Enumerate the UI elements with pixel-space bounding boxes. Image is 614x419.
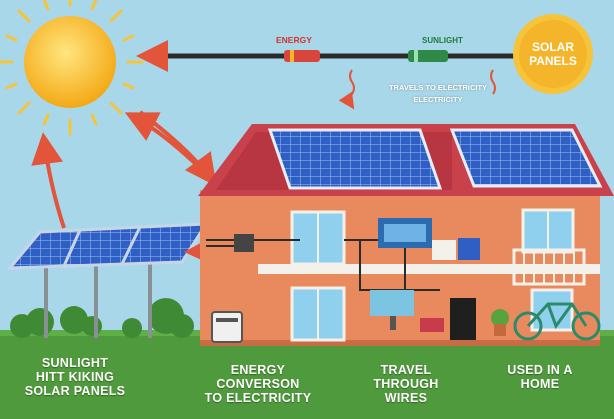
caption-line: SUNLIGHT [41,356,109,370]
bicycle-icon [513,302,601,341]
caption-line: ENERGY [230,363,286,377]
caption-line: USED IN A [507,363,573,377]
wavy-arrow [338,69,355,110]
travels-label: TRAVELS TO ELECTRICITY ELECTRICITY [378,82,498,106]
top-wire [150,50,520,62]
caption-line: THROUGH [373,377,439,391]
solar-panels-label: SOLAR PANELS [518,40,588,68]
solar-panels-label-line1: SOLAR [532,40,574,54]
caption-sunlight-hitting-panels: SUNLIGHT HITT KIKING SOLAR PANELS [20,356,130,398]
caption-travel-through-wires: TRAVEL THROUGH WIRES [356,363,456,405]
caption-line: HITT KIKING [35,370,115,384]
caption-line: TO ELECTRICITY [204,391,312,405]
caption-energy-conversion: ENERGY CONVERSON TO ELECTRICITY [188,363,328,405]
ground-solar-panel [6,222,209,338]
caption-used-in-home: USED IN A HOME [490,363,590,391]
house [198,124,614,346]
plant-icon [491,309,509,336]
inverter-wiring [206,218,480,343]
travels-label-line1: TRAVELS TO ELECTRICITY [388,83,488,92]
arrow-roof-to-sun [124,112,202,170]
caption-line: CONVERSON [216,377,300,391]
arrow-panel-to-sun [31,132,66,229]
energy-label: ENERGY [276,35,312,45]
solar-panels-label-line2: PANELS [529,54,577,68]
caption-line: WIRES [384,391,428,405]
solar-panels-badge [513,14,593,94]
travels-label-line2: ELECTRICITY [413,95,463,104]
sunlight-label: SUNLIGHT [422,36,463,45]
sun-icon [0,0,144,136]
caption-line: TRAVEL [380,363,432,377]
caption-line: HOME [520,377,560,391]
caption-line: SOLAR PANELS [24,384,126,398]
wavy-arrow-2 [490,69,496,95]
